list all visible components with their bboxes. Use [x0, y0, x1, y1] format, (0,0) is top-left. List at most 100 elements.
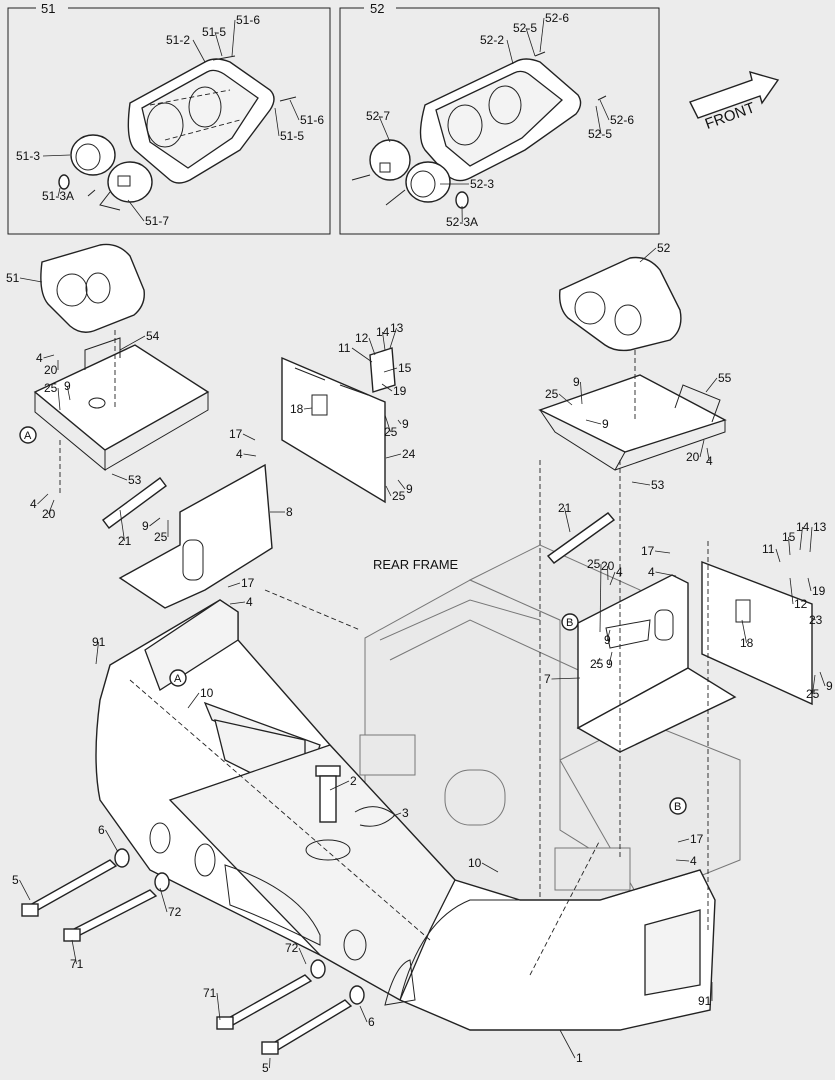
assembly-lines	[59, 330, 709, 976]
leader-line	[242, 433, 256, 441]
leader-line	[382, 331, 386, 351]
part-label-3: 3	[402, 806, 409, 820]
leader-line	[799, 526, 803, 551]
lamp-52-7	[351, 139, 411, 181]
leader-line	[558, 393, 573, 406]
leader-line	[559, 1029, 576, 1059]
part-label-11: 11	[338, 341, 351, 355]
part-label-72: 72	[168, 905, 182, 919]
part-label-51-3: 51-3	[16, 149, 40, 163]
leader-line	[706, 447, 710, 462]
bolt-71-right	[216, 974, 313, 1030]
hinge-11-15	[369, 347, 396, 393]
part-label-7: 7	[544, 672, 551, 686]
bolt-5-left	[21, 859, 118, 917]
leader-line	[392, 812, 402, 817]
leader-line	[385, 453, 402, 459]
part-label-4: 4	[648, 565, 655, 579]
leader-line	[609, 571, 616, 586]
part-label-9: 9	[406, 482, 413, 496]
callout-circle-a-left	[19, 426, 37, 444]
leader-line	[159, 887, 168, 913]
leader-line	[595, 105, 602, 135]
leader-line	[481, 862, 499, 873]
leader-line	[381, 383, 393, 392]
part-label-25: 25	[392, 489, 406, 503]
pin-2	[305, 765, 351, 861]
leader-line	[397, 479, 406, 490]
leader-line	[384, 414, 391, 433]
part-label-25: 25	[545, 387, 559, 401]
part-label-25: 25	[384, 425, 398, 439]
part-label-52-5: 52-5	[588, 127, 612, 141]
leader-line	[608, 651, 613, 665]
part-label-11: 11	[762, 542, 775, 556]
part-label-51-3A: 51-3A	[42, 189, 74, 203]
part-label-24: 24	[402, 447, 416, 461]
part-label-52-7: 52-7	[366, 109, 390, 123]
leader-line	[269, 1057, 271, 1069]
leader-line	[607, 565, 609, 581]
leader-line	[187, 692, 200, 709]
leader-line	[506, 39, 514, 65]
part-label-25: 25	[587, 557, 601, 571]
part-label-19: 19	[393, 384, 407, 398]
part-label-51-2: 51-2	[166, 33, 190, 47]
callout-circle-a-main	[169, 669, 187, 687]
leader-line	[42, 154, 71, 157]
leader-line	[525, 27, 536, 57]
leader-line	[216, 992, 221, 1021]
leader-line	[66, 385, 71, 401]
leader-line	[105, 829, 119, 853]
leader-line	[43, 354, 55, 359]
gas-spring-21-right	[546, 512, 616, 564]
leader-line	[788, 536, 791, 556]
inset-title-51: 51	[41, 1, 55, 16]
callout-a-main: A	[174, 673, 182, 685]
leader-line	[119, 335, 146, 351]
leader-line	[351, 347, 373, 363]
leader-line	[149, 517, 161, 527]
leader-line	[812, 674, 816, 695]
leader-line	[789, 577, 794, 605]
screws-52	[534, 51, 607, 101]
leader-line	[95, 641, 99, 665]
part-label-9: 9	[142, 519, 149, 533]
leader-line	[539, 17, 545, 53]
leader-line	[368, 337, 376, 356]
part-label-2: 2	[350, 774, 357, 788]
leader-line	[214, 31, 223, 57]
part-label-52-2: 52-2	[480, 33, 504, 47]
part-label-8: 8	[286, 505, 293, 519]
leader-line	[819, 671, 826, 687]
leader-line	[809, 526, 813, 553]
leader-line	[606, 629, 611, 641]
leader-line	[378, 115, 391, 143]
leader-line	[639, 247, 657, 263]
part-label-5: 5	[12, 873, 19, 887]
callout-circle-b-right	[561, 613, 579, 631]
leader-line	[329, 780, 350, 791]
part-label-71: 71	[70, 957, 84, 971]
leader-line	[111, 473, 128, 481]
leader-line	[741, 619, 747, 644]
cover-23	[701, 560, 813, 706]
leader-line	[775, 548, 781, 563]
part-label-17: 17	[641, 544, 655, 558]
part-label-12: 12	[794, 597, 808, 611]
part-label-71: 71	[203, 986, 217, 1000]
inset-box-51	[7, 7, 331, 235]
leader-line	[580, 381, 583, 405]
leader-line	[397, 419, 402, 425]
part-label-12: 12	[355, 331, 369, 345]
leader-line	[564, 507, 571, 533]
part-label-17: 17	[229, 427, 243, 441]
part-label-52-6: 52-6	[545, 11, 569, 25]
part-label-17: 17	[690, 832, 704, 846]
part-label-13: 13	[813, 520, 827, 534]
part-label-72: 72	[285, 941, 299, 955]
lamp-51-7	[99, 161, 153, 211]
gas-spring-21-left	[102, 477, 167, 529]
part-label-15: 15	[398, 361, 412, 375]
